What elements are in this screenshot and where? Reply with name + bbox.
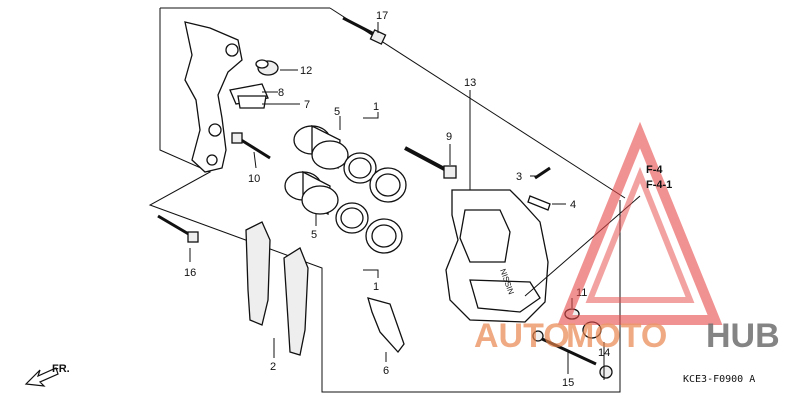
label-14: 14 <box>598 347 610 359</box>
caliper-bracket <box>184 21 243 173</box>
front-arrow-icon <box>24 367 59 387</box>
cap-4 <box>527 195 551 211</box>
label-7: 7 <box>304 99 310 111</box>
diagram-code: KCE3-F0900 A <box>683 374 755 385</box>
piston-5-upper <box>293 124 349 170</box>
nut-14 <box>599 365 613 379</box>
pad-spring-6 <box>367 297 405 354</box>
label-10: 10 <box>248 173 260 185</box>
label-2: 2 <box>270 361 276 373</box>
caliper-body: NISSIN <box>445 189 549 323</box>
front-label: FR. <box>52 363 70 375</box>
label-16: 16 <box>184 267 196 279</box>
watermark-hub: HUB <box>706 317 780 355</box>
label-5-lower: 5 <box>311 229 317 241</box>
ref-f4-1: F-4-1 <box>646 179 672 191</box>
label-12: 12 <box>300 65 312 77</box>
bolt-16 <box>157 214 199 243</box>
pin-9 <box>404 146 457 179</box>
label-9: 9 <box>446 131 452 143</box>
watermark-moto: MOTO <box>566 317 667 355</box>
label-1-lower: 1 <box>373 281 379 293</box>
label-1-upper: 1 <box>373 101 379 113</box>
label-6: 6 <box>383 365 389 377</box>
watermark-auto: AUTO <box>474 317 570 355</box>
label-15: 15 <box>562 377 574 389</box>
label-17: 17 <box>376 10 388 22</box>
label-8: 8 <box>278 87 284 99</box>
piston-5-lower <box>284 170 339 216</box>
label-5-upper: 5 <box>334 106 340 118</box>
label-11: 11 <box>576 287 587 299</box>
bolt-15 <box>532 330 597 366</box>
label-4: 4 <box>570 199 576 211</box>
pin-10 <box>231 132 271 160</box>
watermark-logo: AUTO MOTO HUB <box>474 121 780 355</box>
boot-12 <box>255 59 279 76</box>
bolt-17 <box>342 16 387 45</box>
clip-8 <box>229 83 269 109</box>
brake-pads-2 <box>245 221 309 356</box>
seal-set-1 <box>335 152 407 254</box>
label-3: 3 <box>516 171 522 183</box>
ref-f4: F-4 <box>646 164 663 176</box>
label-13: 13 <box>464 77 476 89</box>
leader-lines <box>189 22 641 380</box>
